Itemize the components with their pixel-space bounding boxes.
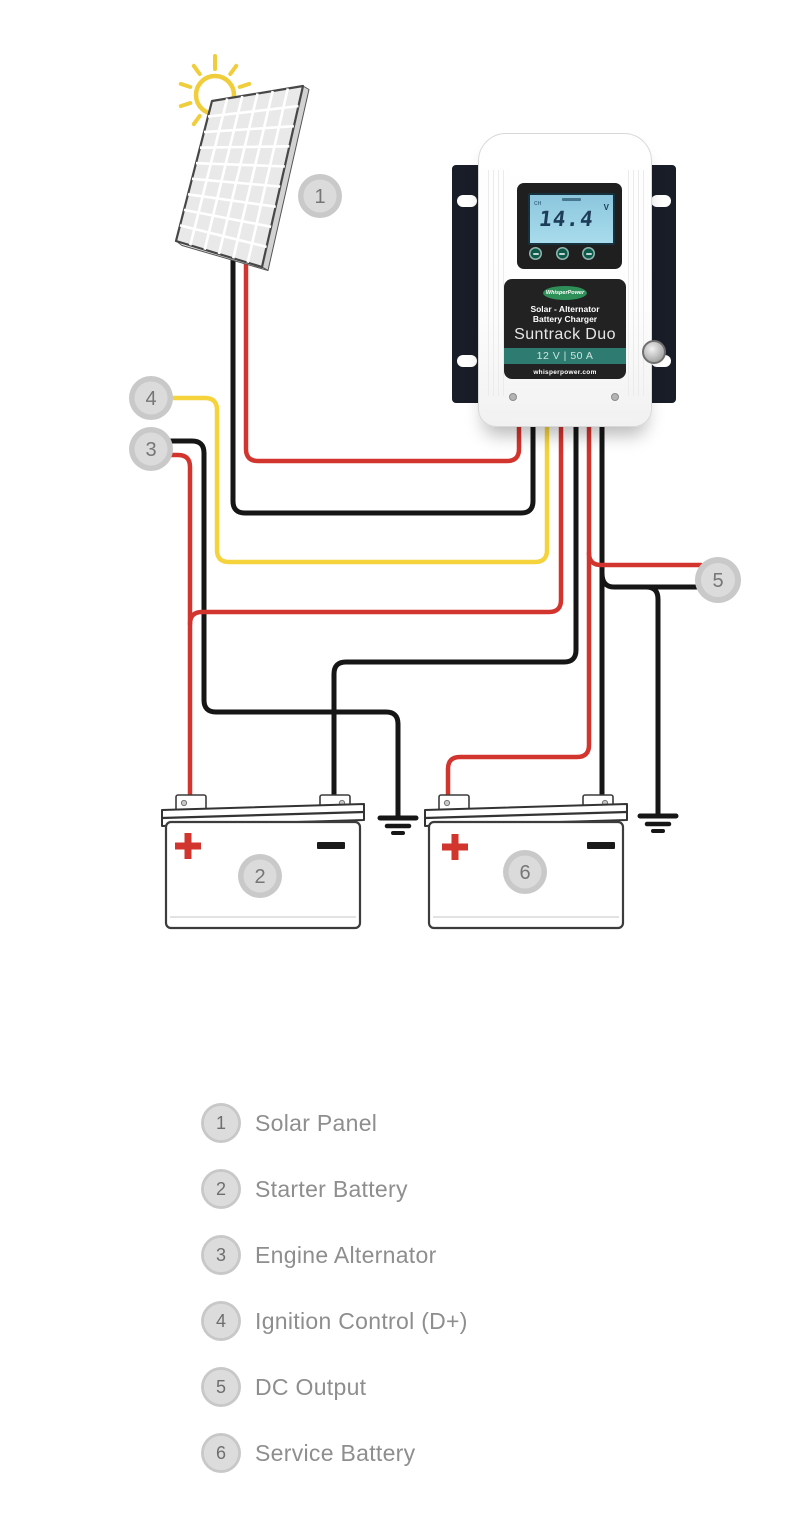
charger-display-module: CH 14.4 V [517,183,622,269]
legend-item-solar-panel: 1 Solar Panel [201,1103,468,1143]
svg-text:2: 2 [254,866,265,888]
charger-label: WhisperPower Solar - Alternator Battery … [504,279,626,379]
legend-badge: 1 [201,1103,241,1143]
lcd-screen: CH 14.4 V [528,193,615,245]
charger-body: CH 14.4 V WhisperPower Solar - Alternato… [478,133,652,427]
svg-text:5: 5 [712,570,723,592]
wire-ignition-signal [167,395,550,565]
ground-symbol-alternator [377,815,419,835]
mounting-slot [457,195,477,207]
terminal-screw-icon [443,799,451,807]
charger-product-name: Suntrack Duo [514,326,616,343]
solar-panel-grid [179,88,299,263]
starter-positive-symbol [175,833,201,859]
ground-symbol-dc-output [637,813,679,833]
charger-website: whisperpower.com [533,369,597,376]
legend-label: Starter Battery [255,1175,408,1202]
legend-item-engine-alternator: 3 Engine Alternator [201,1235,468,1275]
whisperpower-logo-text: WhisperPower [545,290,585,296]
wire-alternator-ground [167,438,401,819]
diagram-badges: 1 2 3 4 5 6 [129,174,741,898]
legend-label: Engine Alternator [255,1241,437,1268]
vent-ridges-right [624,170,646,396]
lcd-indicator-bar [562,198,581,201]
badge-starter-battery: 2 [238,854,282,898]
battery-charger-device: CH 14.4 V WhisperPower Solar - Alternato… [452,133,676,429]
badge-ignition-control: 4 [129,376,173,420]
svg-text:3: 3 [145,439,156,461]
lcd-voltage-unit: V [603,203,609,212]
legend-badge: 3 [201,1235,241,1275]
badge-engine-alternator: 3 [129,427,173,471]
service-negative-symbol [587,842,615,849]
charger-label-line1: Solar - Alternator [530,304,600,314]
wire-starter-negative [331,417,579,801]
legend-badge: 6 [201,1433,241,1473]
mounting-screw-icon [642,340,666,364]
legend-label: Solar Panel [255,1109,378,1136]
legend-label: DC Output [255,1373,367,1400]
legend: 1 Solar Panel 2 Starter Battery 3 Engine… [201,1103,468,1473]
service-battery-lid-seam [424,810,628,820]
wire-starter-positive [187,417,564,627]
badge-dc-output: 5 [695,557,741,603]
mounting-slot [457,355,477,367]
legend-item-ignition-control: 4 Ignition Control (D+) [201,1301,468,1341]
charger-rating-band: 12 V | 50 A [504,348,626,364]
charger-button-right [582,247,595,260]
starter-negative-symbol [317,842,345,849]
wire-solar-negative [230,245,536,516]
wire-service-positive [445,417,592,801]
wires [167,245,704,819]
solar-panel [174,84,310,271]
service-positive-symbol [442,834,468,860]
charger-button-left [529,247,542,260]
legend-label: Ignition Control (D+) [255,1307,468,1334]
legend-label: Service Battery [255,1439,416,1466]
lcd-voltage-value: 14.4 [537,207,596,231]
legend-badge: 2 [201,1169,241,1209]
charger-button-middle [555,247,569,260]
charger-label-line2: Battery Charger [532,314,598,324]
mounting-slot [651,195,671,207]
wire-solar-positive [243,249,522,464]
lcd-channel-indicator: CH [534,201,542,207]
svg-text:6: 6 [519,862,530,884]
legend-badge: 4 [201,1301,241,1341]
wire-dc-output-negative [599,570,704,590]
starter-battery-lid-seam [161,810,365,820]
badge-solar-panel: 1 [298,174,342,218]
svg-text:1: 1 [314,186,325,208]
svg-text:4: 4 [145,388,156,410]
wire-dc-ground-drop [643,584,661,817]
wire-alternator-positive [167,452,193,801]
whisperpower-logo: WhisperPower [543,286,587,300]
screw-icon [611,393,619,401]
charger-buttons [529,247,595,260]
legend-item-starter-battery: 2 Starter Battery [201,1169,468,1209]
vent-ridges-left [484,170,506,396]
badge-service-battery: 6 [503,850,547,894]
legend-item-service-battery: 6 Service Battery [201,1433,468,1473]
legend-badge: 5 [201,1367,241,1407]
terminal-screw-icon [180,799,188,807]
screw-icon [509,393,517,401]
wire-dc-output-positive [586,550,704,568]
legend-item-dc-output: 5 DC Output [201,1367,468,1407]
